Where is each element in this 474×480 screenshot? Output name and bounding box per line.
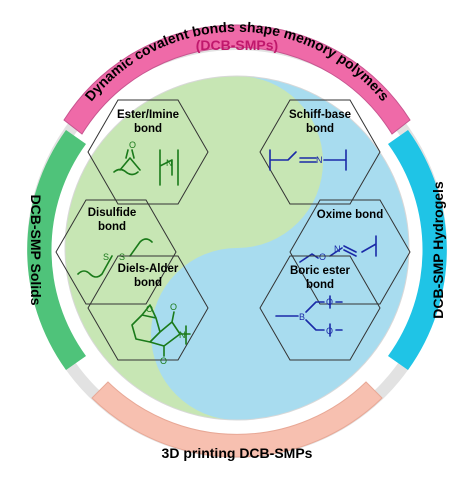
oxime-structure (299, 235, 377, 263)
hex-label-line2: bond (134, 277, 162, 289)
left-label: DCB-SMP Solids (28, 195, 44, 306)
atom-label: N (166, 158, 173, 168)
atom-label: O (160, 356, 167, 366)
atom-label: O (326, 326, 333, 336)
hex-label-line1: Boric ester (290, 265, 351, 277)
right-label: DCB-SMP Hydrogels (430, 181, 446, 319)
bottom-band (91, 381, 383, 458)
atom-label: B (299, 312, 305, 322)
atom-label: N (179, 330, 186, 340)
hex-label-line1: Disulfide (88, 207, 137, 219)
hex-label-line1: Ester/Imine (117, 109, 179, 121)
disulfide-structure (77, 238, 153, 278)
atom-label: O (146, 304, 153, 314)
blue-half (151, 76, 409, 420)
hex-label-line2: bond (306, 279, 334, 291)
hex-label-line2: bond (134, 123, 162, 135)
hex-disulfide: Disulfide bond S S (55, 199, 177, 305)
atom-label: N (316, 155, 323, 165)
hex-boric-ester: Boric ester bond B O O (259, 255, 381, 361)
hex-diels-alder: Diels-Alder bond O O O N (87, 255, 209, 366)
right-band (388, 130, 447, 370)
atom-label: O (326, 297, 333, 307)
bottom-label: 3D printing DCB-SMPs (162, 445, 313, 461)
atom-label: O (319, 252, 326, 262)
imine-structure (159, 149, 179, 186)
blue-hex-group: Schiff-base bond N Oxime bond O N Boric … (259, 99, 411, 361)
subtitle-text: (DCB-SMPs) (196, 37, 278, 53)
hex-label-line1: Diels-Alder (118, 263, 179, 275)
boric-ester-structure (275, 295, 343, 337)
hex-label-line2: bond (98, 221, 126, 233)
hex-label-line1: Schiff-base (289, 109, 351, 121)
hex-label-line2: bond (306, 123, 334, 135)
hex-ester-imine: Ester/Imine bond O N (87, 99, 209, 205)
yin-yang (65, 76, 409, 420)
atom-label: O (170, 302, 177, 312)
hex-label-line1: Oxime bond (317, 209, 383, 221)
atom-label: S (119, 252, 125, 262)
diels-alder-structure (131, 304, 191, 357)
atom-label: N (334, 244, 341, 254)
left-band (27, 130, 86, 370)
atom-label: O (129, 140, 136, 150)
wavy-bond (113, 168, 139, 176)
top-band (63, 24, 411, 135)
hex-schiff-base: Schiff-base bond N (259, 99, 381, 205)
hex-oxime: Oxime bond O N (289, 199, 411, 305)
atom-label: S (103, 252, 109, 262)
green-hex-group: Ester/Imine bond O N Disulfide bond S S … (55, 99, 209, 366)
schiff-base-structure (269, 149, 347, 171)
ester-structure (119, 149, 141, 171)
